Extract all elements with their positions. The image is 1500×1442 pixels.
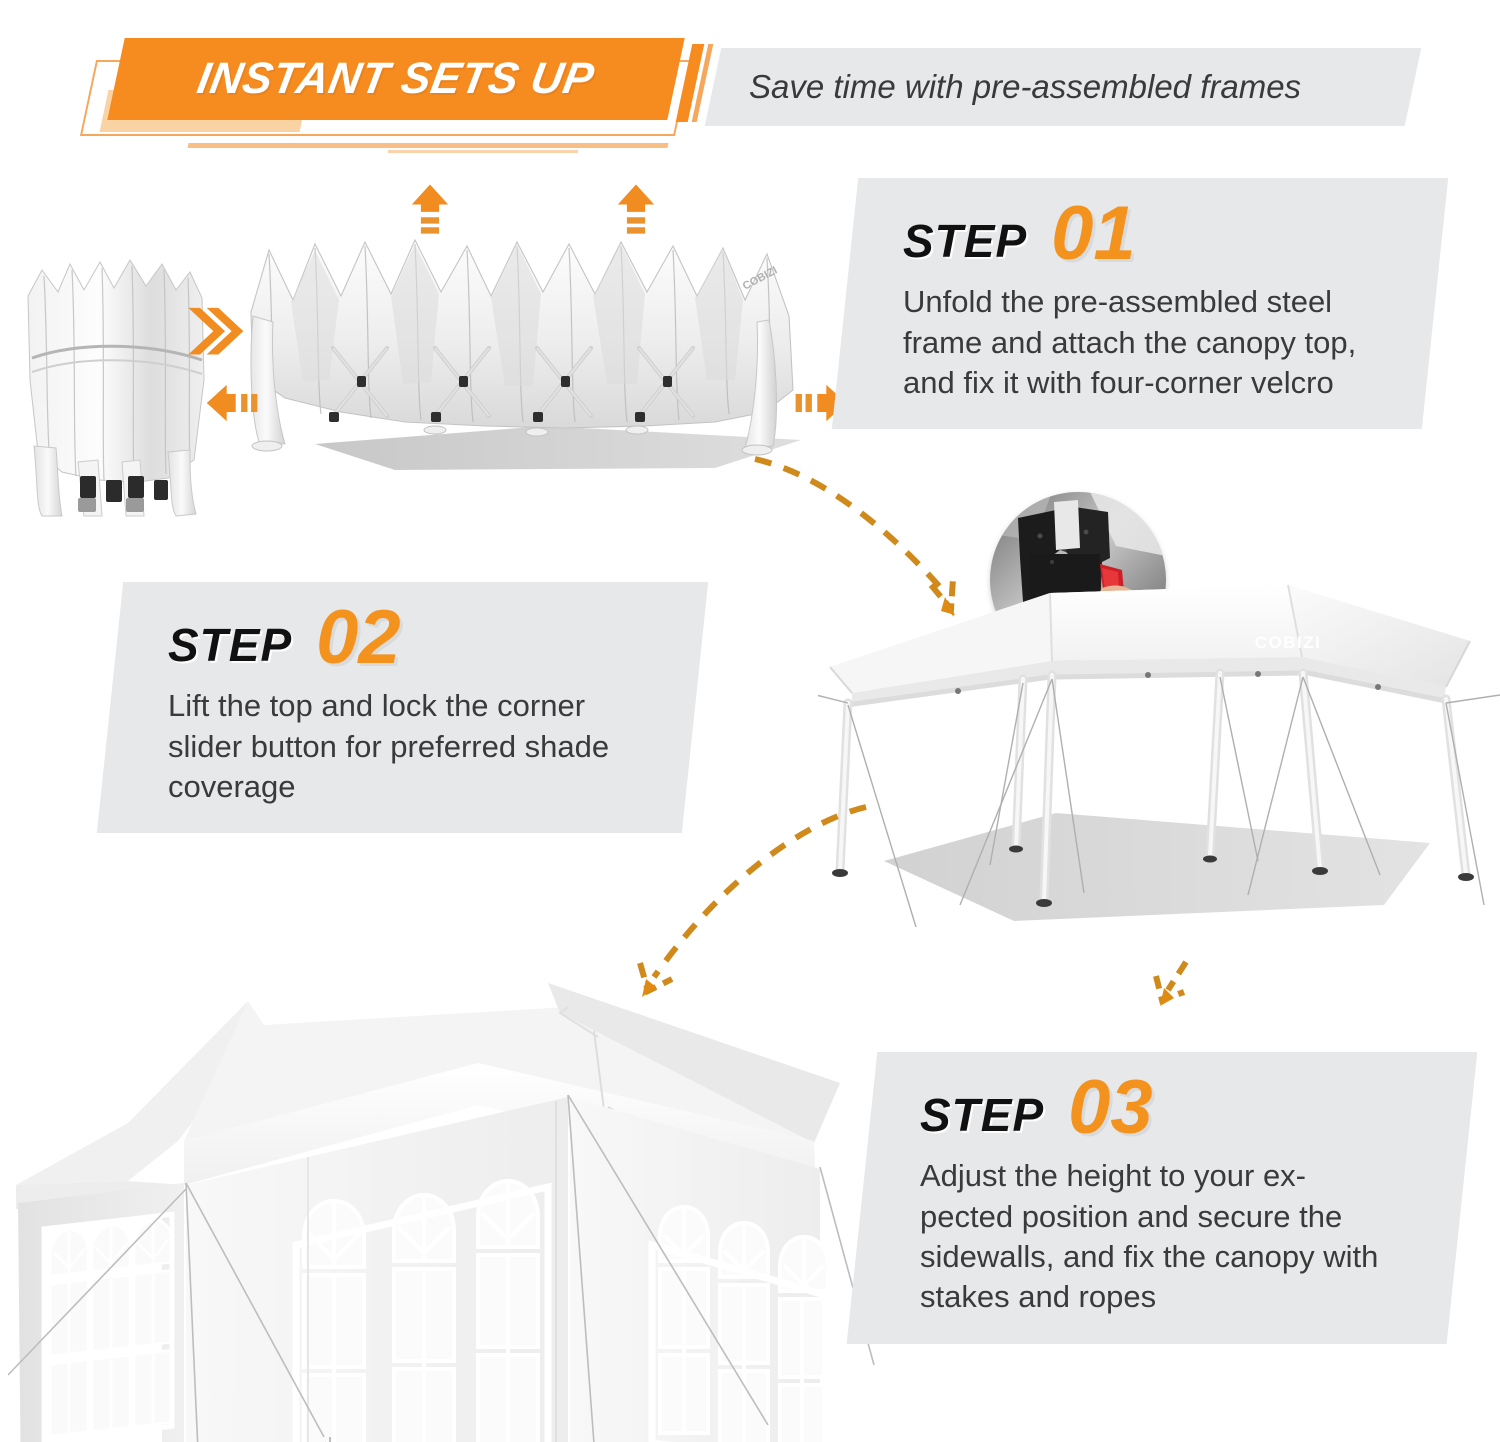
folded-canopy-illustration (27, 259, 205, 517)
canopy-with-sidewalls-illustration (8, 983, 875, 1442)
arrow-left-icon (206, 384, 258, 422)
chevron-right-double-icon (188, 307, 244, 355)
banner-orange-badge: INSTANT SETS UP (107, 38, 685, 120)
step-01-word: STEP (903, 215, 1028, 268)
step-02-number: 02 (316, 595, 401, 680)
step-01-panel: STEP 01 Unfold the pre-assembled steel f… (831, 178, 1449, 430)
step-03-word: STEP (920, 1089, 1045, 1142)
banner-title: INSTANT SETS UP (194, 54, 599, 103)
dashed-curved-arrow-icon-1 (754, 456, 956, 617)
arrow-up-icon-2 (617, 184, 655, 234)
banner-subtitle-panel: Save time with pre-assembled frames (704, 48, 1422, 126)
step-03-heading: STEP 03 (920, 1065, 1428, 1150)
dashed-arrow-head-icon (1153, 960, 1189, 1006)
unfolded-steel-frame-illustration: COBIZI (250, 238, 801, 470)
banner-underline-decoration-2 (387, 150, 579, 153)
arrow-right-icon (795, 384, 847, 422)
step-01-number: 01 (1051, 191, 1136, 276)
banner-underline-decoration (187, 143, 669, 148)
arrow-up-icon (411, 184, 449, 234)
step-01-description: Unfold the pre-assembled steel frame and… (903, 284, 1357, 400)
step-02-description: Lift the top and lock the corner slider … (168, 688, 610, 804)
open-canopy-illustration: COBIZI (818, 584, 1500, 928)
step-03-description: Adjust the height to your ex-pected posi… (920, 1158, 1379, 1315)
step-01-heading: STEP 01 (903, 191, 1401, 276)
dashed-curved-arrow-icon-2 (637, 804, 867, 997)
step-03-number: 03 (1068, 1065, 1153, 1150)
step-02-word: STEP (168, 619, 293, 672)
banner-subtitle: Save time with pre-assembled frames (749, 68, 1302, 105)
step-02-heading: STEP 02 (168, 595, 661, 680)
header-banner: INSTANT SETS UP Save time with pre-assem… (79, 38, 1428, 153)
step-03-panel: STEP 03 Adjust the height to your ex-pec… (846, 1052, 1478, 1344)
brand-logo-canopy: COBIZI (1255, 633, 1322, 652)
